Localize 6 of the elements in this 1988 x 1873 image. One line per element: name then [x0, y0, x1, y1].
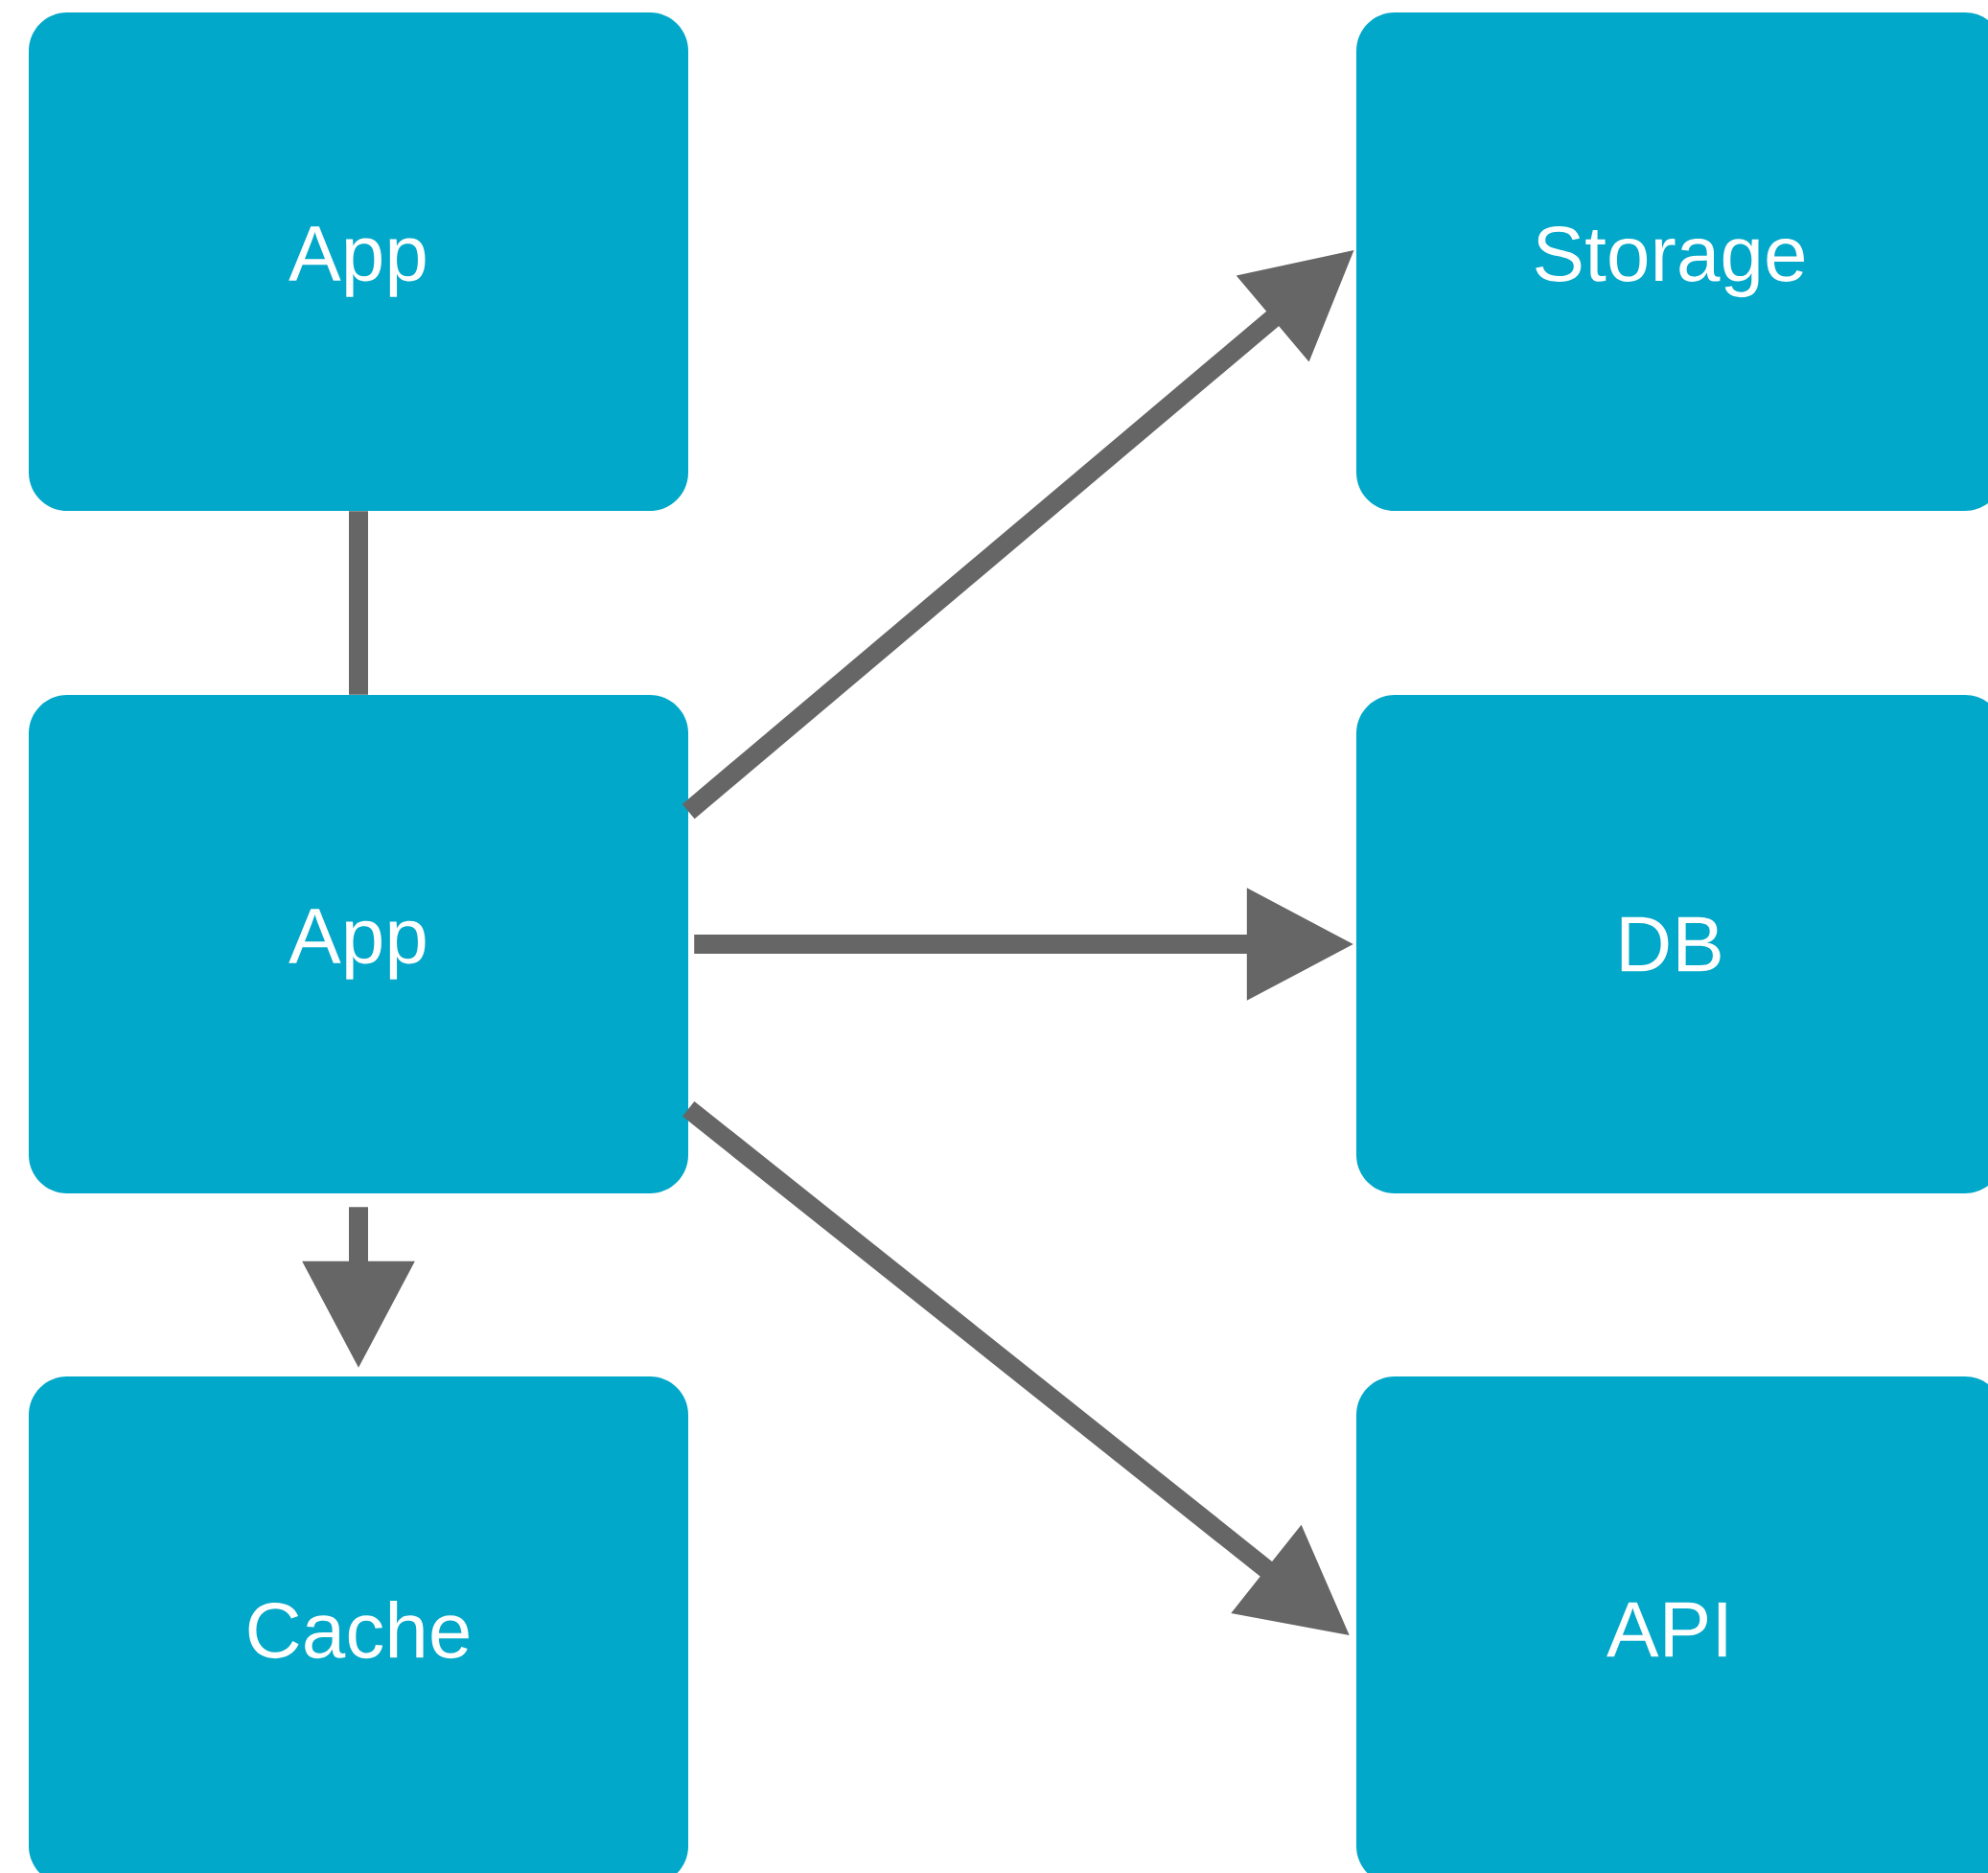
process-box: Storage	[1356, 12, 1988, 511]
process-box: DB	[1356, 695, 1988, 1193]
process-box: App	[29, 695, 688, 1193]
process-box: Cache	[29, 1376, 688, 1873]
process-box: API	[1356, 1376, 1988, 1873]
process-box: App	[29, 12, 688, 511]
